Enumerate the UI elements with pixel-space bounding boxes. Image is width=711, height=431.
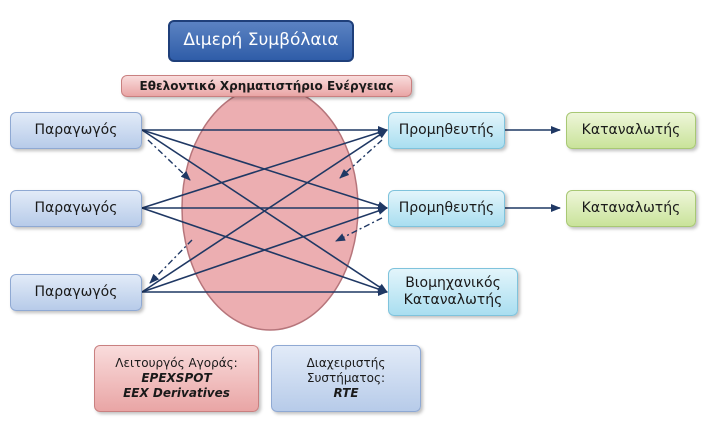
system-operator-label-1: Διαχειριστής [306, 356, 386, 370]
bilateral-contracts-title: Διμερή Συμβόλαια [168, 20, 354, 62]
consumer-box-2: Καταναλωτής [566, 190, 696, 227]
arrow-p3-s2 [132, 207, 388, 299]
supplier-box-1: Προμηθευτής [388, 112, 505, 149]
market-operator-box: Λειτουργός Αγοράς: EPEXSPOT EEX Derivati… [94, 345, 259, 412]
supplier-box-2: Προμηθευτής [388, 190, 505, 227]
dashed-s2-to-exchange [335, 217, 383, 242]
dashed-s1-to-exchange [339, 139, 383, 179]
dashed-exchange-to-p3 [149, 239, 193, 284]
market-operator-label: Λειτουργός Αγοράς: [115, 356, 238, 370]
dashed-p1-to-exchange [147, 139, 191, 181]
contract-arrows [132, 121, 561, 301]
industrial-consumer-line2: Καταναλωτής [403, 292, 503, 308]
industrial-consumer-line1: Βιομηχανικός [405, 274, 501, 291]
market-operator-name-2: EEX Derivatives [123, 386, 230, 400]
energy-exchange-label: Εθελοντικό Χρηματιστήριο Ενέργειας [121, 75, 412, 97]
consumer-box-1: Καταναλωτής [566, 112, 696, 149]
system-operator-name: RTE [333, 386, 359, 400]
market-operator-name-1: EPEXSPOT [141, 371, 212, 385]
producer-box-1: Παραγωγός [10, 112, 142, 149]
producer-box-3: Παραγωγός [10, 274, 142, 311]
exchange-dashed-arrows [147, 139, 383, 284]
producer-box-2: Παραγωγός [10, 190, 142, 227]
system-operator-box: Διαχειριστής Συστήματος: RTE [271, 345, 421, 412]
system-operator-label-2: Συστήματος: [306, 371, 386, 385]
industrial-consumer-box: Βιομηχανικός Καταναλωτής [388, 268, 518, 316]
